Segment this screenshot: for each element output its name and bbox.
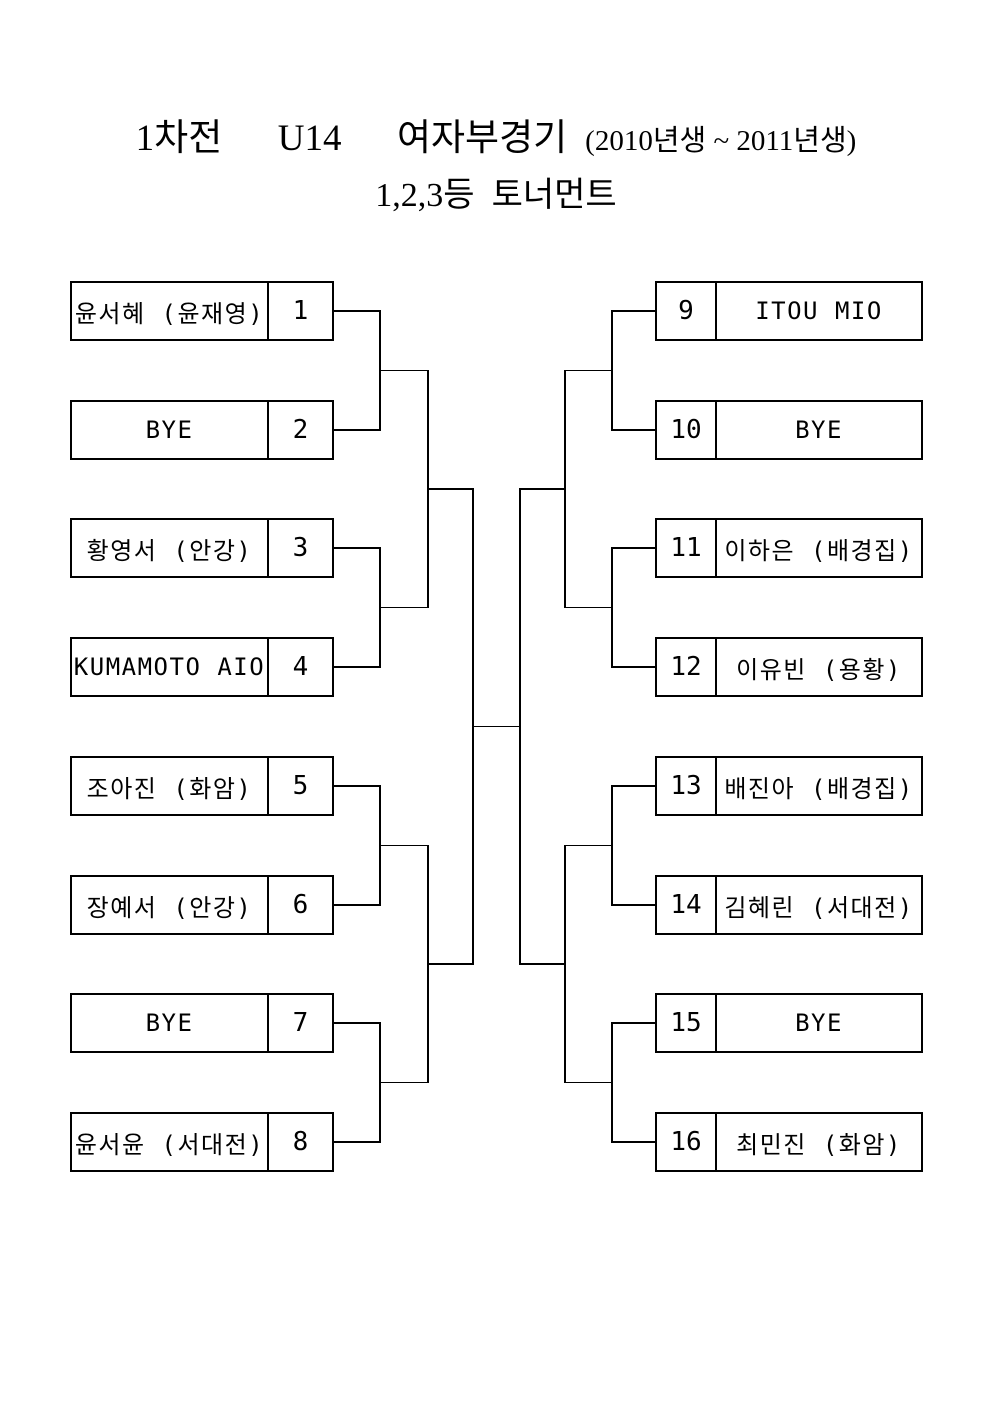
entry-name: ITOU MIO <box>755 297 883 325</box>
entry-seed: 11 <box>657 520 717 576</box>
entry-seed: 3 <box>267 520 332 576</box>
entry-seed: 12 <box>657 639 717 695</box>
bracket-entry: 10 BYE <box>655 400 923 460</box>
bracket-entry: BYE 2 <box>70 400 334 460</box>
connector-line <box>333 1141 381 1143</box>
bracket-entry: 장예서 (안강) 6 <box>70 875 334 935</box>
bracket-entry: 15 BYE <box>655 993 923 1053</box>
bracket-entry: 조아진 (화암) 5 <box>70 756 334 816</box>
entry-seed: 10 <box>657 402 717 458</box>
page-header: 1차전 U14 여자부경기 (2010년생 ~ 2011년생) 1,2,3등 토너… <box>0 116 992 218</box>
bracket-entry: 윤서윤 (서대전)8 <box>70 1112 334 1172</box>
entry-name: KUMAMOTO AIO <box>73 653 266 681</box>
entry-seed: 4 <box>267 639 332 695</box>
connector-line <box>611 785 656 787</box>
connector-line <box>333 429 381 431</box>
connector-line <box>611 547 656 549</box>
connector-line <box>519 488 566 490</box>
page-subtitle: 1,2,3등 토너먼트 <box>375 177 617 214</box>
entry-name: 이유빈 (용황) <box>736 655 902 684</box>
page-title: 1차전 U14 여자부경기 (2010년생 ~ 2011년생) <box>0 116 992 164</box>
entry-seed: 13 <box>657 758 717 814</box>
entry-name: BYE <box>795 1009 843 1037</box>
connector-line <box>379 606 429 609</box>
connector-line <box>564 844 613 847</box>
connector-line <box>379 844 429 847</box>
entry-seed: 8 <box>267 1114 332 1170</box>
entry-name: 최민진 (화암) <box>736 1130 902 1159</box>
entry-seed: 14 <box>657 877 717 933</box>
entry-name: 배진아 (배경집) <box>724 774 914 803</box>
connector-line <box>564 606 613 609</box>
bracket-entry: 9 ITOU MIO <box>655 281 923 341</box>
entry-seed: 7 <box>267 995 332 1051</box>
entry-name: BYE <box>145 416 194 444</box>
bracket-entry: BYE 7 <box>70 993 334 1053</box>
connector-line <box>611 904 656 906</box>
connector-line <box>564 369 613 372</box>
connector-line <box>427 963 474 965</box>
connector-line <box>611 310 656 312</box>
connector-line <box>333 785 381 787</box>
bracket-entry: 12 이유빈 (용황) <box>655 637 923 697</box>
connector-line <box>379 369 429 372</box>
entry-name: BYE <box>145 1009 194 1037</box>
entry-seed: 2 <box>267 402 332 458</box>
connector-line <box>333 666 381 668</box>
connector-line <box>519 963 566 965</box>
entry-name: 장예서 (안강) <box>86 893 253 922</box>
entry-seed: 9 <box>657 283 717 339</box>
entry-seed: 1 <box>267 283 332 339</box>
entry-name: 김혜린 (서대전) <box>724 893 914 922</box>
title-main: 1차전 U14 여자부경기 <box>135 118 568 159</box>
entry-seed: 6 <box>267 877 332 933</box>
bracket-entry: 16 최민진 (화암) <box>655 1112 923 1172</box>
connector-line <box>333 904 381 906</box>
entry-name: 윤서혜 (윤재영) <box>74 299 265 328</box>
connector-line <box>564 1081 613 1084</box>
entry-name: 황영서 (안강) <box>86 536 253 565</box>
connector-line <box>611 429 656 431</box>
entry-name: BYE <box>795 416 843 444</box>
title-birthyear-range: (2010년생 ~ 2011년생) <box>585 125 857 157</box>
connector-line <box>472 725 521 728</box>
connector-line <box>333 310 381 312</box>
entry-seed: 16 <box>657 1114 717 1170</box>
entry-name: 이하은 (배경집) <box>724 536 914 565</box>
connector-line <box>333 1022 381 1024</box>
entry-seed: 15 <box>657 995 717 1051</box>
connector-line <box>611 666 656 668</box>
entry-name: 윤서윤 (서대전) <box>74 1130 265 1159</box>
connector-line <box>611 1022 656 1024</box>
connector-line <box>333 547 381 549</box>
connector-line <box>427 488 474 490</box>
connector-line <box>379 1081 429 1084</box>
entry-seed: 5 <box>267 758 332 814</box>
bracket-entry: 윤서혜 (윤재영)1 <box>70 281 334 341</box>
bracket-entry: 황영서 (안강) 3 <box>70 518 334 578</box>
entry-name: 조아진 (화암) <box>86 774 253 803</box>
connector-line <box>611 1141 656 1143</box>
